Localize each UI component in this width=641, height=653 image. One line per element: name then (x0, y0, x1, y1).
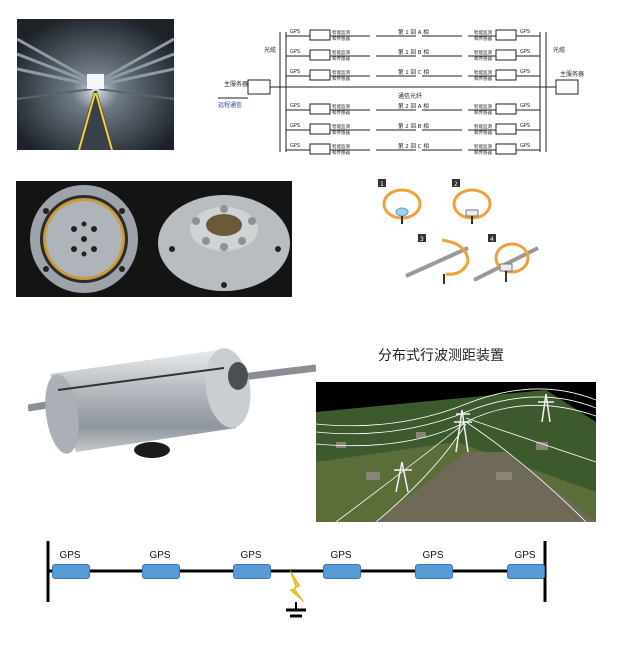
step-1-badge: 1 (380, 181, 384, 188)
sensor-box-left (309, 123, 331, 135)
sensor-label-right: 智能监测 (474, 69, 492, 76)
circuit-label: 第 1 回 B 相 (398, 48, 429, 56)
gps-node-label: GPS (514, 550, 536, 561)
main-server-left-label: 主服务器 (224, 80, 248, 88)
sensor-label-right: 智能监测 (474, 123, 492, 130)
sensor-label-right: 和传感器 (474, 75, 492, 82)
sensor-label-left: 和传感器 (332, 35, 350, 42)
gps-node (52, 564, 90, 579)
sensor-label-right: 智能监测 (474, 143, 492, 150)
circuit-label: 第 2 回 B 相 (398, 122, 429, 130)
gps-node (233, 564, 271, 579)
caption-distributed-fault-locator: 分布式行波测距装置 (378, 348, 504, 364)
sensor-box-right (495, 29, 517, 41)
sensor-label-right: 和传感器 (474, 109, 492, 116)
sensor-label-left: 智能监测 (332, 143, 350, 150)
gps-label-right: GPS (520, 143, 530, 149)
comm-fiber-label: 通信光纤 (398, 92, 422, 100)
gps-node-label: GPS (422, 550, 444, 561)
gps-label-right: GPS (520, 103, 530, 109)
sensor-box-left (309, 29, 331, 41)
circuit-label: 第 1 回 C 相 (398, 68, 429, 76)
sensor-label-left: 智能监测 (332, 69, 350, 76)
circuit-label: 第 2 回 C 相 (398, 142, 429, 150)
main-server-right-label: 主服务器 (560, 70, 584, 78)
bottom-gps-line-diagram: GPS GPS GPS GPS GPS GPS (0, 530, 641, 653)
gps-label-right: GPS (520, 69, 530, 75)
sensor-label-right: 和传感器 (474, 129, 492, 136)
sensor-label-right: 和传感器 (474, 35, 492, 42)
gps-label-right: GPS (520, 49, 530, 55)
sensor-label-left: 和传感器 (332, 129, 350, 136)
sensor-label-left: 智能监测 (332, 49, 350, 56)
gps-label-left: GPS (290, 143, 300, 149)
sensor-box-right (495, 123, 517, 135)
sensor-box-right (495, 103, 517, 115)
gps-label-left: GPS (290, 103, 300, 109)
sensor-label-left: 和传感器 (332, 75, 350, 82)
sensor-box-left (309, 69, 331, 81)
fiber-right-label: 光缆 (553, 46, 565, 54)
sensor-label-left: 和传感器 (332, 55, 350, 62)
gps-label-right: GPS (520, 29, 530, 35)
sensor-box-left (309, 49, 331, 61)
sensor-label-right: 和传感器 (474, 55, 492, 62)
sensor-box-right (495, 143, 517, 155)
sensor-label-right: 智能监测 (474, 49, 492, 56)
gps-node (507, 564, 545, 579)
circuit-label: 第 1 回 A 相 (398, 28, 429, 36)
sensor-label-right: 智能监测 (474, 29, 492, 36)
cylinder-sensor-photo (28, 328, 316, 462)
gps-label-right: GPS (520, 123, 530, 129)
circuit-label: 第 2 回 A 相 (398, 102, 429, 110)
sensor-label-left: 智能监测 (332, 103, 350, 110)
sensor-label-left: 智能监测 (332, 123, 350, 130)
tunnel-photo (17, 19, 174, 150)
gps-node (142, 564, 180, 579)
gps-label-left: GPS (290, 69, 300, 75)
sensor-box-left (309, 103, 331, 115)
sensor-label-left: 和传感器 (332, 149, 350, 156)
step-4-badge: 4 (490, 236, 494, 243)
step-3-badge: 3 (420, 236, 424, 243)
sensor-box-left (309, 143, 331, 155)
gps-label-left: GPS (290, 123, 300, 129)
sensor-box-right (495, 69, 517, 81)
gps-label-left: GPS (290, 29, 300, 35)
gps-node-label: GPS (330, 550, 352, 561)
sensor-box-right (495, 49, 517, 61)
point-cloud-photo (316, 382, 596, 522)
gps-node (415, 564, 453, 579)
remote-comm-label: 远程通信 (218, 101, 242, 109)
gps-label-left: GPS (290, 49, 300, 55)
installation-steps-diagram: 1 2 3 4 (372, 176, 540, 294)
gps-node-label: GPS (240, 550, 262, 561)
sensor-label-right: 和传感器 (474, 149, 492, 156)
step-2-badge: 2 (454, 181, 458, 188)
gps-node-label: GPS (59, 550, 81, 561)
gps-node (323, 564, 361, 579)
sensor-plates-photo (16, 181, 292, 297)
sensor-label-left: 和传感器 (332, 109, 350, 116)
sensor-label-left: 智能监测 (332, 29, 350, 36)
fiber-left-label: 光缆 (264, 46, 276, 54)
gps-node-label: GPS (149, 550, 171, 561)
sensor-label-right: 智能监测 (474, 103, 492, 110)
